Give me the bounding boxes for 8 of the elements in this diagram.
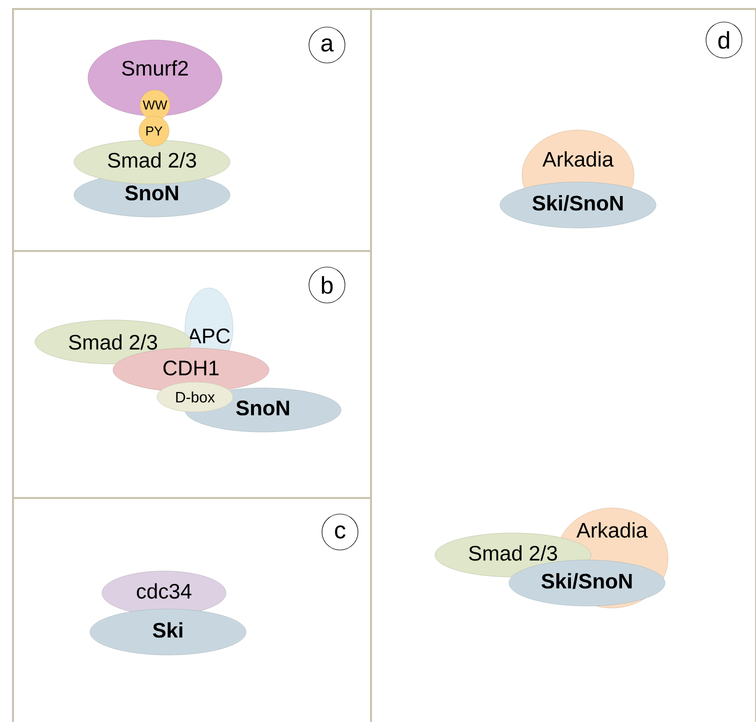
panel-letter: b — [308, 266, 346, 304]
panel-letter: d — [706, 22, 742, 58]
panel-frame — [12, 8, 372, 252]
panel-letter: a — [308, 26, 346, 64]
panel-frame — [12, 497, 372, 722]
panel-frame — [370, 8, 756, 722]
panel-letter: c — [322, 514, 358, 550]
panel-frame — [12, 250, 372, 499]
